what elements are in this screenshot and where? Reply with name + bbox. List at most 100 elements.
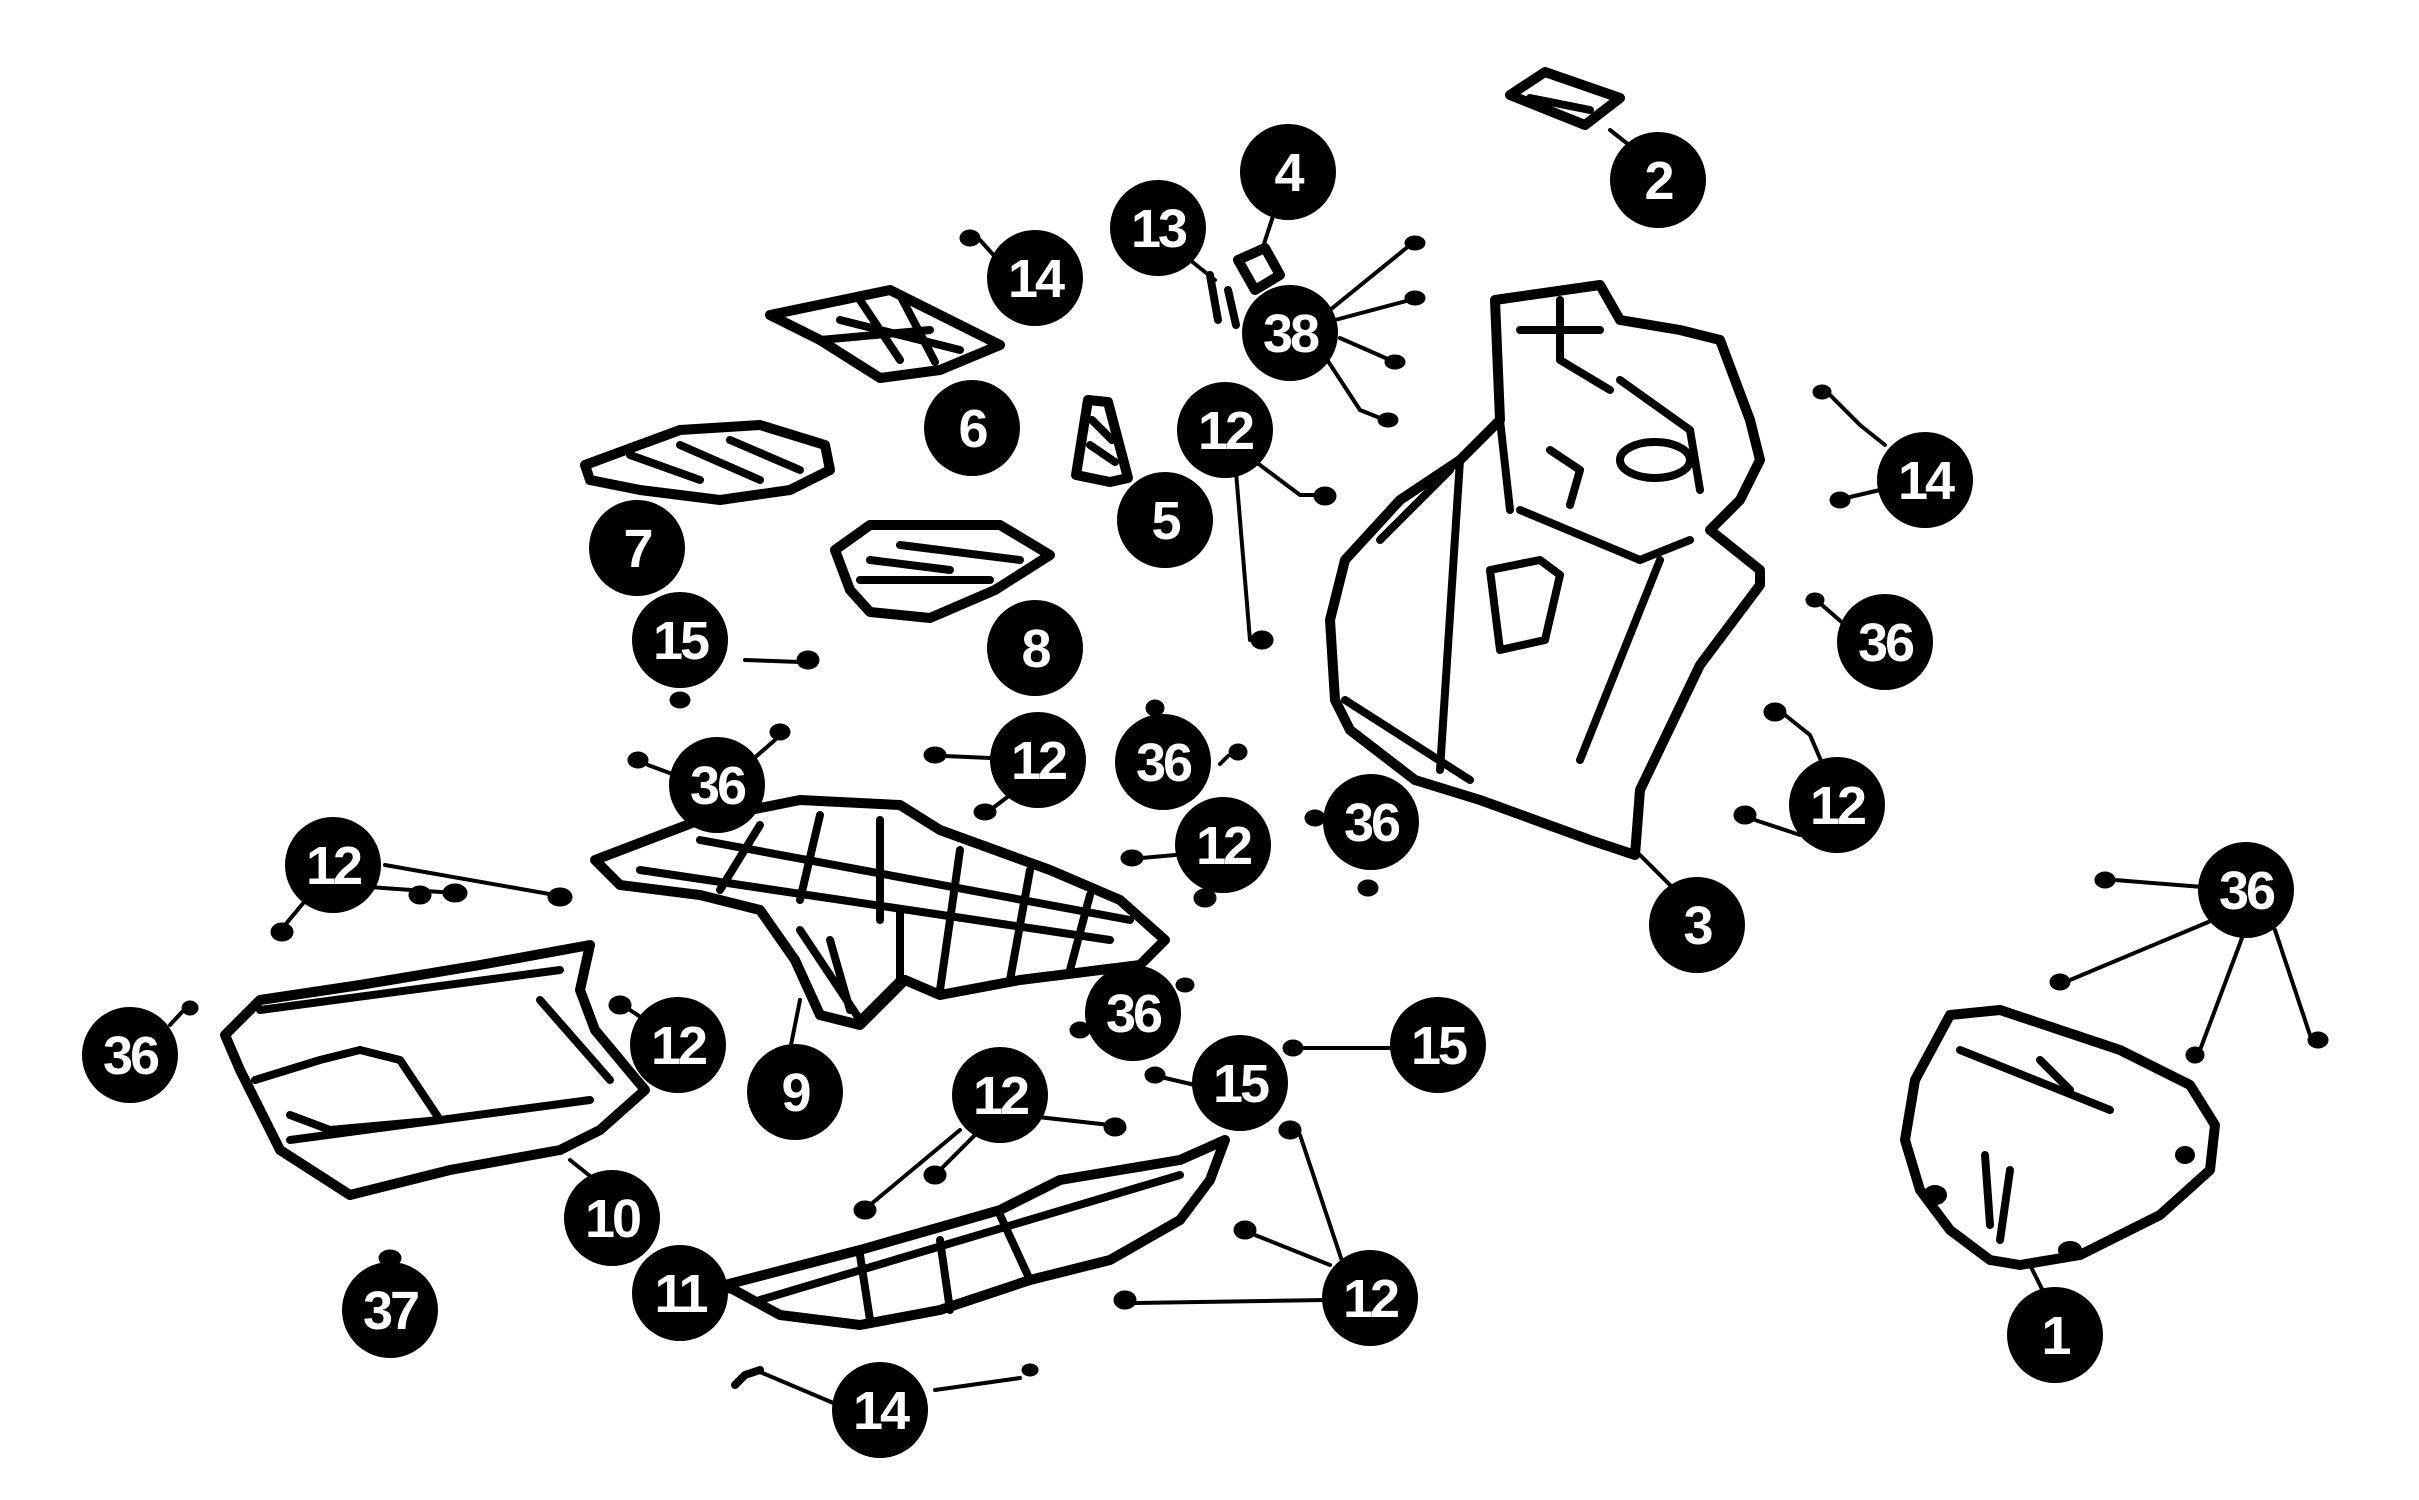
- callout-number: 38: [1263, 304, 1319, 364]
- callout-number: 12: [306, 836, 361, 896]
- callout-badge: [2007, 1287, 2103, 1383]
- callout-badge: [632, 1245, 728, 1341]
- callout-number: 36: [1136, 733, 1192, 793]
- callout-13: 13: [1110, 180, 1206, 276]
- callout-badge: [987, 600, 1083, 696]
- callout-12: 12: [1175, 797, 1271, 893]
- callout-38: 38: [1242, 285, 1338, 381]
- callout-number: 12: [651, 1016, 706, 1076]
- callout-badge: [82, 1007, 178, 1103]
- callout-badge: [630, 997, 726, 1093]
- callout-number: 12: [1198, 401, 1253, 461]
- part-8-fan-panel: [830, 520, 1055, 623]
- fastener-36-shroud: [2049, 871, 2329, 1064]
- callout-number: 2: [1644, 151, 1672, 211]
- callout-15: 15: [1390, 997, 1486, 1093]
- callout-number: 8: [1021, 619, 1050, 679]
- callout-badge: [669, 737, 765, 833]
- callout-number: 14: [853, 1381, 910, 1441]
- fastener-14-right: [1812, 384, 1887, 509]
- callout-14: 14: [832, 1362, 928, 1458]
- callout-4: 4: [1240, 124, 1336, 220]
- callout-8: 8: [987, 600, 1083, 696]
- callout-badge: [1323, 774, 1419, 870]
- callout-number: 1: [2041, 1306, 2070, 1366]
- callout-number: 12: [1196, 816, 1251, 876]
- part-3-front-cowl: [1325, 280, 1765, 860]
- callout-number: 36: [2219, 861, 2275, 921]
- callout-badge: [987, 230, 1083, 326]
- callout-badge: [1242, 285, 1338, 381]
- callout-15: 15: [1192, 1035, 1288, 1131]
- part-11-bottom-tray: [720, 1135, 1230, 1330]
- callout-badge: [952, 1047, 1048, 1143]
- callout-number: 13: [1131, 199, 1187, 259]
- callout-badge: [1117, 472, 1213, 568]
- callout-badge: [1192, 1035, 1288, 1131]
- callout-number: 12: [973, 1066, 1028, 1126]
- callout-badge: [1322, 1250, 1418, 1346]
- fastener-36-far-left: [168, 1000, 199, 1027]
- callout-number: 36: [103, 1026, 159, 1086]
- callout-badge: [1085, 965, 1181, 1061]
- fastener-15-bottom: [1144, 1039, 1402, 1087]
- callout-37: 37: [342, 1262, 438, 1358]
- callout-12: 12: [952, 1047, 1048, 1143]
- callout-3: 3: [1649, 877, 1745, 973]
- callout-number: 36: [1106, 984, 1162, 1044]
- callout-number: 36: [1858, 613, 1914, 673]
- callout-36: 36: [1115, 714, 1211, 810]
- part-5-vent: [1071, 395, 1133, 487]
- callout-5: 5: [1117, 472, 1213, 568]
- callout-number: 12: [1810, 776, 1865, 836]
- callout-badge: [1649, 877, 1745, 973]
- callout-number: 15: [653, 611, 709, 671]
- callout-36: 36: [82, 1007, 178, 1103]
- leader-9: [788, 998, 802, 1052]
- callout-badge: [1115, 714, 1211, 810]
- callout-badge: [924, 380, 1020, 476]
- callout-badge: [1390, 997, 1486, 1093]
- callout-12: 12: [285, 817, 381, 913]
- fastener-12-bottom-right: [1113, 1120, 1347, 1310]
- callout-number: 7: [623, 519, 651, 579]
- callout-badge: [1177, 382, 1273, 478]
- callout-10: 10: [564, 1170, 660, 1266]
- fastener-38-group: [1320, 235, 1426, 428]
- fastener-12-rack: [923, 746, 1012, 821]
- part-10-side-panel: [220, 940, 650, 1200]
- callout-12: 12: [1322, 1250, 1418, 1346]
- fastener-36-rack: [627, 723, 791, 777]
- callout-number: 12: [1011, 731, 1066, 791]
- fastener-12-right: [1733, 702, 1827, 837]
- part-6-perforated-panel: [765, 285, 1005, 383]
- callout-1: 1: [2007, 1287, 2103, 1383]
- callout-14: 14: [1877, 432, 1973, 528]
- part-7-striped-panel: [580, 420, 835, 505]
- callout-number: 10: [585, 1189, 640, 1249]
- callout-number: 36: [690, 756, 746, 816]
- callout-badge: [1877, 432, 1973, 528]
- callout-badge: [832, 1362, 928, 1458]
- part-9-floor-rack: [590, 795, 1170, 1030]
- callout-number: 14: [1898, 451, 1955, 511]
- callout-badge: [285, 817, 381, 913]
- fastener-15-left: [669, 650, 820, 709]
- callout-12: 12: [1177, 382, 1273, 478]
- callout-12: 12: [1789, 757, 1885, 853]
- callout-15: 15: [632, 592, 728, 688]
- callout-number: 15: [1411, 1016, 1467, 1076]
- callout-layer: 1234567891011121212121212121213141414151…: [82, 124, 2294, 1458]
- part-1-rounded-shroud: [1900, 1005, 2220, 1270]
- callout-36: 36: [2198, 842, 2294, 938]
- callout-badge: [632, 592, 728, 688]
- callout-badge: [1837, 594, 1933, 690]
- callout-number: 11: [654, 1264, 707, 1324]
- callout-badge: [2198, 842, 2294, 938]
- callout-badge: [747, 1044, 843, 1140]
- callout-number: 9: [781, 1063, 810, 1123]
- fastener-12-mid: [1120, 849, 1217, 908]
- callout-number: 5: [1151, 491, 1180, 551]
- callout-badge: [1240, 124, 1336, 220]
